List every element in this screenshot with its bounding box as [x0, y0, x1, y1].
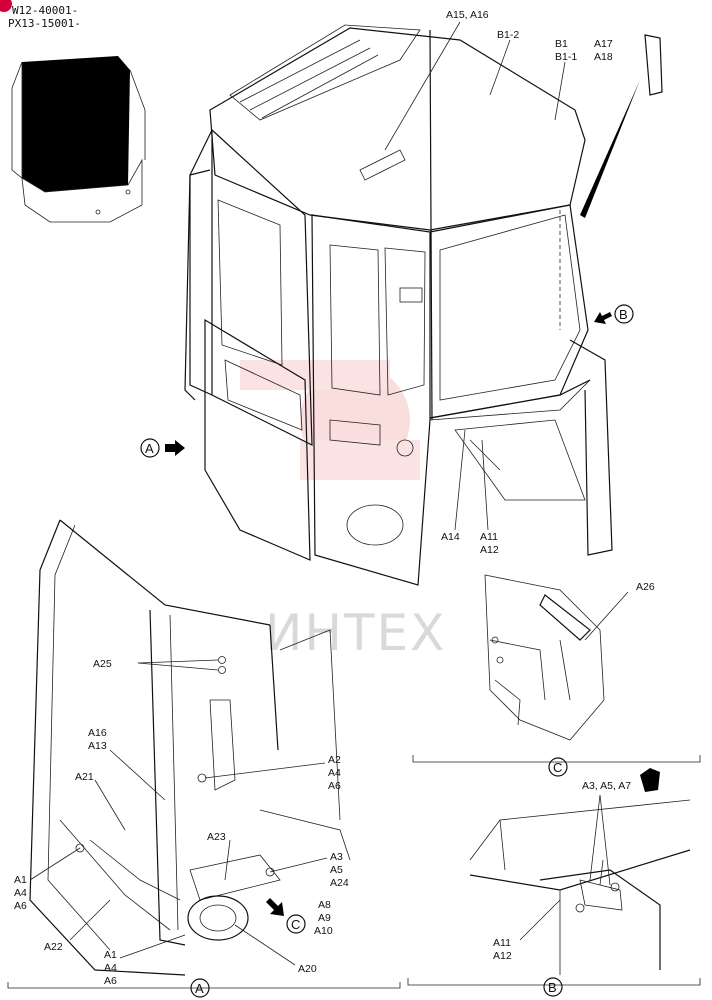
- callout-a4-right: A4: [328, 767, 341, 779]
- view-b-circle: [543, 977, 563, 997]
- view-a-circle: [190, 978, 210, 998]
- callout-a15-a16: A15, A16: [446, 9, 489, 21]
- serial-range-1: W12-40001-: [12, 4, 78, 17]
- view-b-label: B: [548, 980, 557, 995]
- callout-a14: A14: [441, 531, 460, 543]
- detail-b: [407, 768, 701, 986]
- view-marker-b-main: B: [594, 304, 634, 324]
- main-cab: [184, 24, 663, 586]
- callout-a9: A9: [318, 912, 331, 924]
- serial-range-2: PX13-15001-: [8, 17, 81, 30]
- callout-a24: A24: [330, 877, 349, 889]
- callout-a25: A25: [93, 658, 112, 670]
- view-c-label-detail: C: [291, 917, 300, 932]
- callout-a12-b: A12: [493, 950, 512, 962]
- callout-a1-bottom: A1: [104, 949, 117, 961]
- callout-a26: A26: [636, 581, 655, 593]
- callout-b1: B1: [555, 38, 568, 50]
- callout-a10: A10: [314, 925, 333, 937]
- callout-a11-b: A11: [493, 937, 511, 949]
- callout-a3: A3: [330, 851, 343, 863]
- corner-marker: [0, 0, 12, 12]
- view-a-label: A: [195, 981, 204, 996]
- callout-a6-left: A6: [14, 900, 27, 912]
- callout-a22: A22: [44, 941, 63, 953]
- view-a-label-main: A: [145, 441, 154, 456]
- callout-a6-right: A6: [328, 780, 341, 792]
- view-marker-a-main: A: [140, 438, 185, 458]
- cab-thumbnail: [11, 56, 146, 223]
- callout-a11-top: A11: [480, 531, 498, 543]
- callout-b1-2: B1-2: [497, 29, 519, 41]
- view-marker-c-detail: C: [266, 898, 306, 934]
- callout-a1-left: A1: [14, 874, 27, 886]
- watermark-text: ИНТЕХ: [265, 604, 446, 662]
- callout-a23: A23: [207, 831, 226, 843]
- callout-a4-left: A4: [14, 887, 27, 899]
- callout-a16: A16: [88, 727, 107, 739]
- detail-c: [412, 574, 701, 763]
- callout-a21: A21: [75, 771, 94, 783]
- callout-a2: A2: [328, 754, 341, 766]
- view-c-circle: [548, 757, 568, 777]
- callout-a18: A18: [594, 51, 613, 63]
- detail-a: [7, 519, 401, 989]
- callout-a12-top: A12: [480, 544, 499, 556]
- callout-a20: A20: [298, 963, 317, 975]
- watermark-logo: [240, 360, 420, 480]
- callout-a3-a5-a7: A3, A5, A7: [582, 780, 631, 792]
- callout-a13: A13: [88, 740, 107, 752]
- main-leaders: [384, 21, 566, 531]
- view-b-label-main: B: [619, 307, 628, 322]
- callout-b1-1: B1-1: [555, 51, 577, 63]
- callout-a4-bottom: A4: [104, 962, 117, 974]
- callout-a5: A5: [330, 864, 343, 876]
- view-c-label: C: [553, 760, 562, 775]
- callout-a8: A8: [318, 899, 331, 911]
- callout-a17: A17: [594, 38, 613, 50]
- callout-a6-bottom: A6: [104, 975, 117, 987]
